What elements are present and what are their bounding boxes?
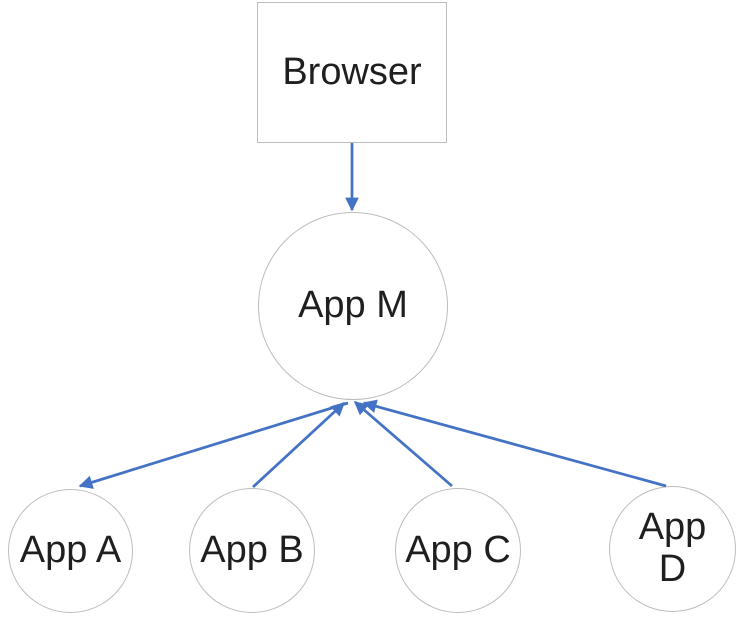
node-browser-label: Browser <box>282 50 422 93</box>
arrow-app-c-to-app-m <box>353 400 453 488</box>
node-app-c-label: App C <box>405 528 511 571</box>
arrow-app-b-to-app-m <box>252 401 346 489</box>
node-app-d: App D <box>609 486 736 612</box>
node-app-c: App C <box>395 488 521 613</box>
node-app-a: App A <box>8 489 133 613</box>
node-app-b-label: App B <box>200 528 304 571</box>
node-app-a-label: App A <box>19 529 122 572</box>
node-browser: Browser <box>257 2 447 143</box>
node-app-m: App M <box>258 212 448 400</box>
node-app-b: App B <box>189 488 315 613</box>
arrow-app-d-to-app-m <box>362 399 667 488</box>
arrow-app-m-to-app-a <box>78 401 349 489</box>
node-app-d-label: App D <box>638 506 707 590</box>
node-app-m-label: App M <box>298 284 408 327</box>
